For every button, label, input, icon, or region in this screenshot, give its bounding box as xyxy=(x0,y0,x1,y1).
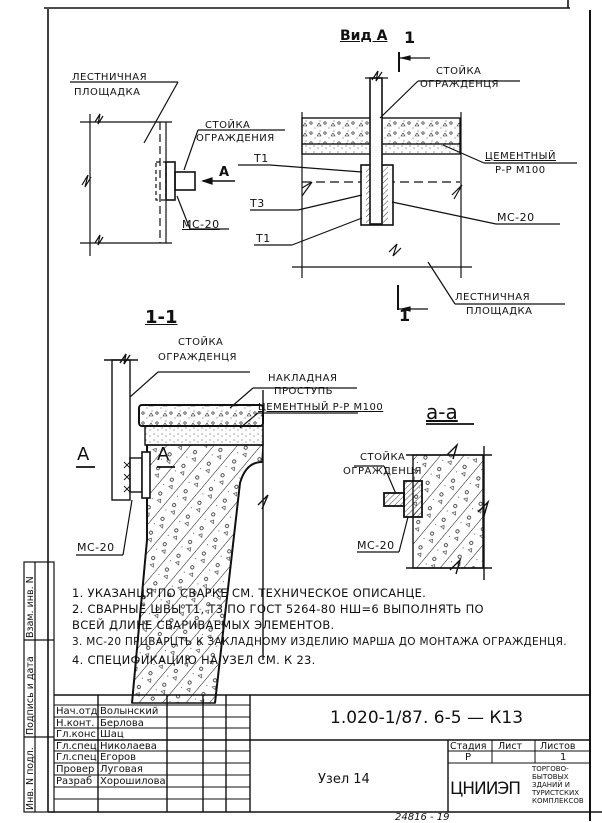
staff-role-5: Провер xyxy=(56,764,95,775)
label-post-aa: Стойка xyxy=(360,452,406,463)
staff-name-6: Хорошилова xyxy=(100,776,166,787)
note-4: 4. Спецификацию на узел см. К 23. xyxy=(72,653,316,667)
staff-name-5: Луговая xyxy=(100,764,143,775)
note-1: 1. Указанця по сварке см. техническое оп… xyxy=(72,586,427,600)
staff-name-2: Шац xyxy=(100,729,124,740)
organization-subtitle: торгово- бытовых зданий и туристских ком… xyxy=(532,765,584,805)
label-landing-a-2: площадка xyxy=(466,306,533,317)
view-a xyxy=(238,52,577,312)
sheets-header: Листов xyxy=(540,741,576,752)
stage-header: Стадия xyxy=(450,741,487,752)
title-block-grid xyxy=(54,694,590,812)
section-a-a xyxy=(354,423,492,580)
org-sub-line-4: туристских xyxy=(532,789,580,797)
label-embed-a: МС-20 xyxy=(497,211,535,224)
section-1-1 xyxy=(76,353,358,704)
label-embed: МС-20 xyxy=(182,218,220,231)
section-mark-a-right: а xyxy=(157,444,170,465)
section-1-1-title: 1-1 xyxy=(145,307,178,328)
label-mortar-a-2: р-р М100 xyxy=(495,165,546,176)
footer-number: 24816 - 19 xyxy=(395,812,450,823)
label-tread-2: проступь xyxy=(274,386,333,397)
label-post-a-2: огражденця xyxy=(420,79,499,90)
organization-name: ЦНИИЭП xyxy=(450,779,521,799)
section-a-a-title: а-а xyxy=(426,400,458,424)
org-sub-line-1: торгово- xyxy=(532,765,569,773)
label-post-aa-2: огражденця xyxy=(343,466,422,477)
staff-role-3: Гл.спец xyxy=(56,741,97,752)
section-mark-bottom: 1 xyxy=(399,306,411,325)
stamp-replace-inv: Взам. инв. N xyxy=(25,576,36,638)
label-post-a: Стойка xyxy=(436,66,482,77)
label-post-11-2: огражденця xyxy=(158,352,237,363)
staff-name-0: Волынский xyxy=(100,706,159,717)
staff-name-4: Егоров xyxy=(100,752,137,763)
staff-role-6: Разраб xyxy=(56,776,93,787)
label-landing-a: Лестничная xyxy=(455,292,531,303)
stamp-signature-date: Подпись и дата xyxy=(25,656,36,735)
staff-role-4: Гл.спец xyxy=(56,752,97,763)
weld-label-t1-bottom: Т1 xyxy=(256,232,271,245)
staff-role-2: Гл.конс xyxy=(56,729,96,740)
note-2: 2. Сварные швы Т1, Т3 по ГОСТ 5264-80 hш… xyxy=(72,602,484,616)
note-2-continued: всей длине свариваемых элементов. xyxy=(72,618,335,632)
view-a-title: Вид А xyxy=(340,28,388,44)
label-mortar-11: Цементный р-р М100 xyxy=(258,402,384,413)
label-post-2: ограждения xyxy=(196,133,275,144)
org-sub-line-3: зданий и xyxy=(532,781,570,789)
label-embed-aa: МС-20 xyxy=(357,539,395,552)
stage-value: Р xyxy=(465,752,472,763)
side-stamp xyxy=(23,561,55,813)
sheets-value: 1 xyxy=(560,752,567,763)
sheet-name: Узел 14 xyxy=(318,772,370,787)
org-sub-line-2: бытовых xyxy=(532,773,569,781)
label-landing: Лестничная xyxy=(72,72,148,83)
label-post-11: Стойка xyxy=(178,337,224,348)
sheet-frame xyxy=(44,0,602,821)
view-arrow-label: А xyxy=(219,165,230,180)
section-mark-top: 1 xyxy=(404,28,416,47)
label-embed-11: МС-20 xyxy=(77,541,115,554)
staff-name-3: Николаева xyxy=(100,741,157,752)
document-code: 1.020-1/87. 6-5 — К13 xyxy=(330,708,524,728)
staff-role-0: Нач.отд xyxy=(56,706,98,717)
weld-label-t3: Т3 xyxy=(250,197,265,210)
org-sub-line-5: комплексов xyxy=(532,797,584,805)
weld-label-t1-top: Т1 xyxy=(254,152,269,165)
note-3: 3. МС-20 прцварцть к закладному изделию … xyxy=(72,636,567,648)
label-mortar-a: Цементный xyxy=(485,151,556,162)
stamp-inv-original: Инв. N подл. xyxy=(25,747,36,810)
label-landing-2: площадка xyxy=(74,87,141,98)
section-mark-a-left: а xyxy=(77,444,90,465)
staff-role-1: Н.конт. xyxy=(56,718,95,729)
staff-name-1: Берлова xyxy=(100,718,144,729)
label-post: Стойка xyxy=(205,120,251,131)
sheet-header: Лист xyxy=(498,741,523,752)
plan-view xyxy=(70,81,285,256)
label-tread: Накладная xyxy=(268,373,338,384)
